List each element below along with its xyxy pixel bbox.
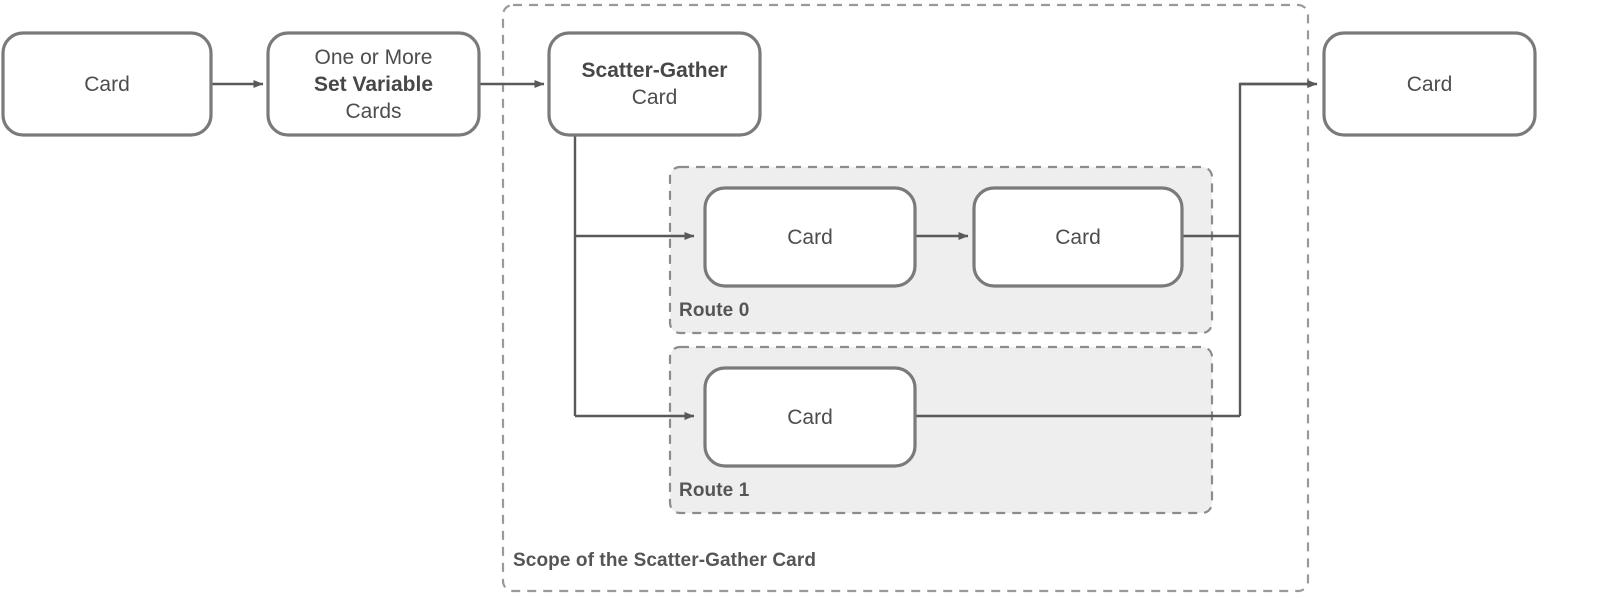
- card-end-shape[interactable]: [1322, 31, 1537, 137]
- set-variable-cards-shape[interactable]: [266, 31, 481, 137]
- route1-card-1-shape[interactable]: [703, 366, 917, 468]
- route0-card-1-shape[interactable]: [703, 186, 917, 288]
- scatter-gather-card-shape[interactable]: [547, 31, 762, 137]
- scatter-gather-scope-box: [501, 3, 1310, 593]
- edge-merge-riser: [1238, 82, 1310, 416]
- scatter-gather-scope-label: Scope of the Scatter-Gather Card: [513, 550, 817, 571]
- route0-card-2-shape[interactable]: [972, 186, 1184, 288]
- card-start-shape[interactable]: [1, 31, 213, 137]
- route-0-label: Route 0: [679, 300, 750, 321]
- route-1-label: Route 1: [679, 480, 750, 501]
